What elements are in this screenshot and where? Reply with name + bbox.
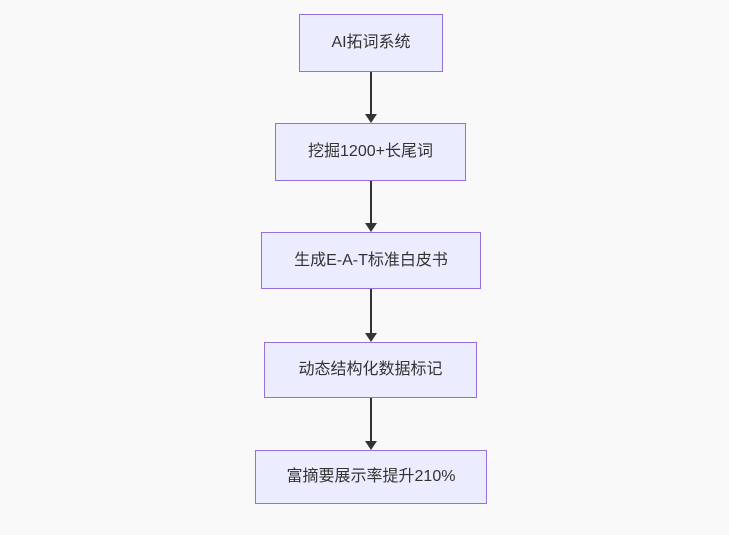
flow-node-eat-whitepaper: 生成E-A-T标准白皮书	[261, 232, 481, 289]
flow-node-label: 挖掘1200+长尾词	[308, 143, 433, 161]
flow-node-label: 生成E-A-T标准白皮书	[294, 251, 448, 269]
arrow-head-icon	[365, 223, 377, 232]
flow-edge-1	[361, 72, 381, 123]
arrow-head-icon	[365, 114, 377, 123]
flow-edge-3	[361, 289, 381, 342]
arrow-line	[370, 398, 372, 444]
flow-node-rich-snippet-result: 富摘要展示率提升210%	[255, 450, 487, 504]
flow-node-longtail-mining: 挖掘1200+长尾词	[275, 123, 466, 181]
flow-node-label: 富摘要展示率提升210%	[286, 468, 456, 486]
arrow-head-icon	[365, 333, 377, 342]
flow-edge-4	[361, 398, 381, 450]
arrow-line	[370, 72, 372, 117]
flow-node-label: 动态结构化数据标记	[298, 361, 443, 379]
arrow-head-icon	[365, 441, 377, 450]
flow-edge-2	[361, 181, 381, 232]
arrow-line	[370, 181, 372, 226]
flow-node-ai-word-system: AI拓词系统	[299, 14, 443, 72]
flow-node-label: AI拓词系统	[331, 34, 411, 52]
arrow-line	[370, 289, 372, 336]
flow-node-structured-data-markup: 动态结构化数据标记	[264, 342, 477, 398]
